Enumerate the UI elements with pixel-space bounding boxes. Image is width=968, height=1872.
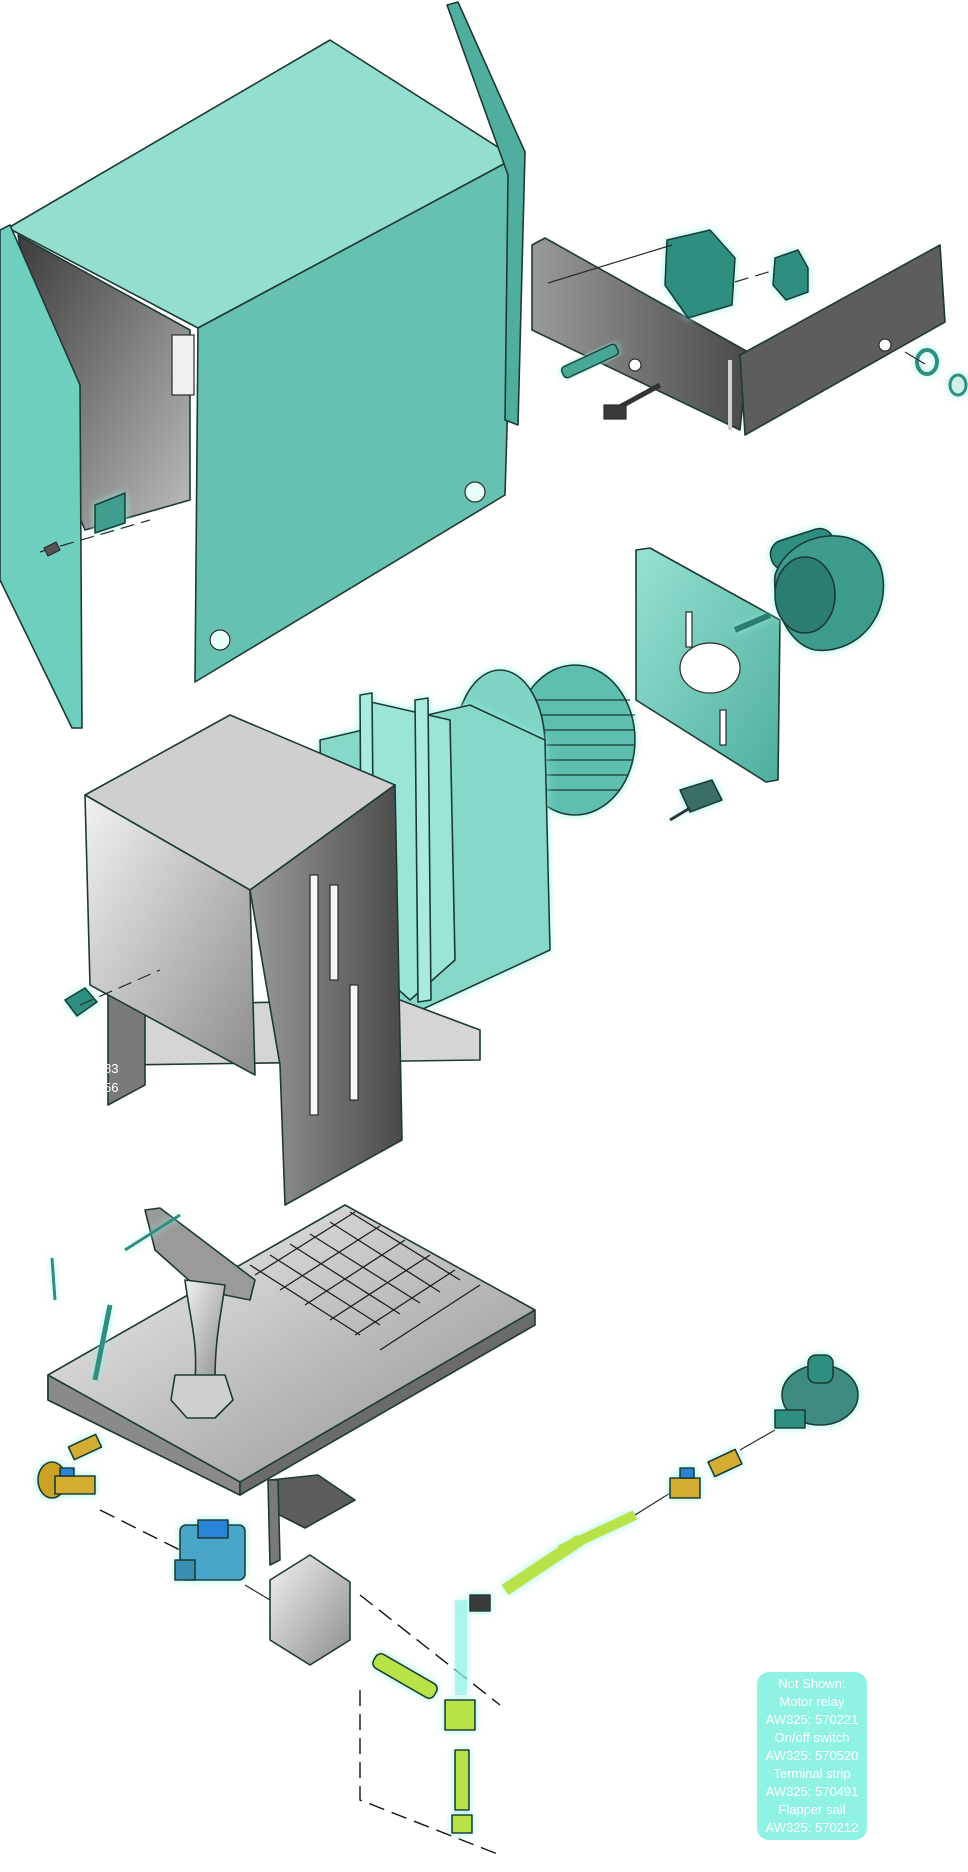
- control-bracket-icon: [531, 237, 946, 436]
- gas-pipe-nipple-icon: [50, 1213, 181, 1381]
- note-line-7: AW325: 570491: [766, 1784, 859, 1799]
- gas-pipe-nipple-icon: [560, 343, 662, 420]
- note-line-5: AW325: 570520: [766, 1748, 859, 1763]
- heat-exchanger-box-icon: [64, 714, 481, 1206]
- not-shown-note: Not Shown: Motor relay AW325: 570221 On/…: [757, 1672, 867, 1840]
- gas-regulator-icon: [774, 1354, 859, 1429]
- burner-base-plate-icon: [47, 1204, 536, 1496]
- side-label-2: 56: [104, 1080, 118, 1095]
- ball-valve-icon: [37, 1461, 96, 1499]
- note-line-4: On/off switch: [775, 1730, 850, 1745]
- note-line-2: Motor relay: [779, 1694, 845, 1709]
- control-bracket-icon: [267, 1474, 356, 1666]
- gas-pipe-nipple-icon: [372, 1594, 491, 1834]
- note-line-8: Flapper sail: [778, 1802, 845, 1817]
- note-line-3: AW325: 570221: [766, 1712, 859, 1727]
- gas-pipe-nipple-icon: [501, 1510, 638, 1595]
- note-line-1: Not Shown:: [778, 1676, 845, 1691]
- blower-motor-icon: [733, 527, 885, 652]
- on-off-switch-icon: [772, 249, 809, 301]
- ball-valve-icon: [669, 1448, 743, 1499]
- gas-pipe-nipple-icon: [67, 1433, 103, 1461]
- motor-mount-plate-icon: [635, 547, 781, 783]
- control-bracket-icon: [64, 987, 98, 1017]
- control-bracket-icon: [669, 779, 723, 822]
- motor-relay-icon: [664, 229, 736, 319]
- note-line-9: AW325: 570212: [766, 1820, 859, 1835]
- grommet-icon: [915, 348, 968, 397]
- note-line-6: Terminal strip: [773, 1766, 850, 1781]
- cabinet-enclosure-icon: [0, 1, 526, 729]
- gas-valve-icon: [174, 1519, 246, 1581]
- burner-venturi-icon: [144, 1207, 256, 1419]
- side-label-1: 83: [104, 1061, 118, 1076]
